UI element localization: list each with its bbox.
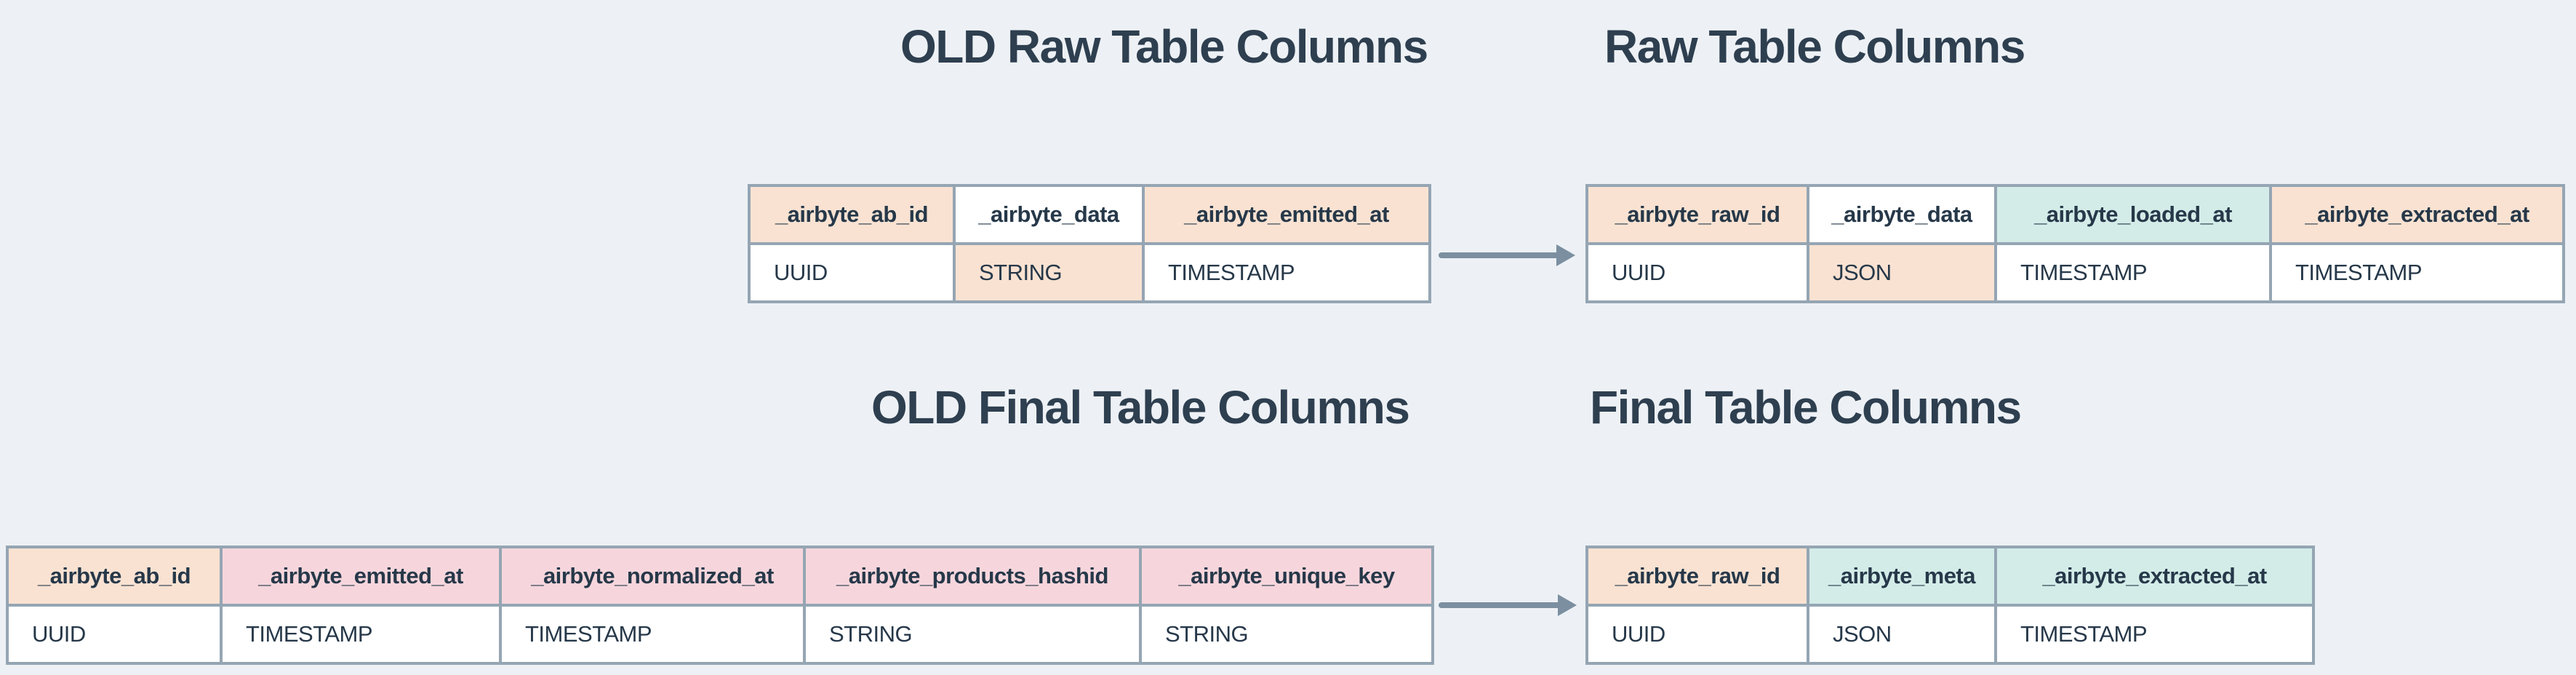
arrow-head <box>1558 594 1577 616</box>
final-table-title: Final Table Columns <box>1590 381 2022 434</box>
final-table: _airbyte_raw_id _airbyte_meta _airbyte_e… <box>1585 546 2315 665</box>
old-final-table: _airbyte_ab_id _airbyte_emitted_at _airb… <box>6 546 1434 665</box>
column-header: _airbyte_emitted_at <box>223 548 499 604</box>
column-header: _airbyte_extracted_at <box>2272 187 2562 242</box>
column-type: UUID <box>1588 607 1807 662</box>
column-header: _airbyte_data <box>956 187 1142 242</box>
column-type: JSON <box>1809 245 1994 300</box>
column-header: _airbyte_raw_id <box>1588 548 1807 604</box>
column-header: _airbyte_extracted_at <box>1997 548 2312 604</box>
column-type: STRING <box>956 245 1142 300</box>
column-type: TIMESTAMP <box>1997 607 2312 662</box>
old-final-table-title: OLD Final Table Columns <box>871 381 1410 434</box>
column-header: _airbyte_emitted_at <box>1145 187 1428 242</box>
column-header: _airbyte_loaded_at <box>1997 187 2269 242</box>
column-header: _airbyte_ab_id <box>9 548 220 604</box>
column-type: UUID <box>1588 245 1807 300</box>
column-type: TIMESTAMP <box>502 607 803 662</box>
column-header: _airbyte_products_hashid <box>806 548 1139 604</box>
old-raw-table: _airbyte_ab_id _airbyte_data _airbyte_em… <box>748 184 1431 303</box>
arrow-shaft <box>1439 252 1561 258</box>
column-type: STRING <box>806 607 1139 662</box>
column-header: _airbyte_normalized_at <box>502 548 803 604</box>
column-type: TIMESTAMP <box>2272 245 2562 300</box>
column-type: TIMESTAMP <box>223 607 499 662</box>
column-header: _airbyte_meta <box>1809 548 1994 604</box>
column-type: UUID <box>9 607 220 662</box>
column-type: TIMESTAMP <box>1997 245 2269 300</box>
column-header: _airbyte_ab_id <box>751 187 953 242</box>
raw-table: _airbyte_raw_id _airbyte_data _airbyte_l… <box>1585 184 2565 303</box>
column-header: _airbyte_raw_id <box>1588 187 1807 242</box>
column-header: _airbyte_unique_key <box>1142 548 1431 604</box>
arrow-shaft <box>1439 602 1562 608</box>
column-type: JSON <box>1809 607 1994 662</box>
old-raw-table-title: OLD Raw Table Columns <box>900 20 1428 73</box>
column-header: _airbyte_data <box>1809 187 1994 242</box>
column-type: STRING <box>1142 607 1431 662</box>
column-type: TIMESTAMP <box>1145 245 1428 300</box>
arrow-head <box>1556 244 1575 266</box>
column-type: UUID <box>751 245 953 300</box>
raw-table-title: Raw Table Columns <box>1604 20 2025 73</box>
